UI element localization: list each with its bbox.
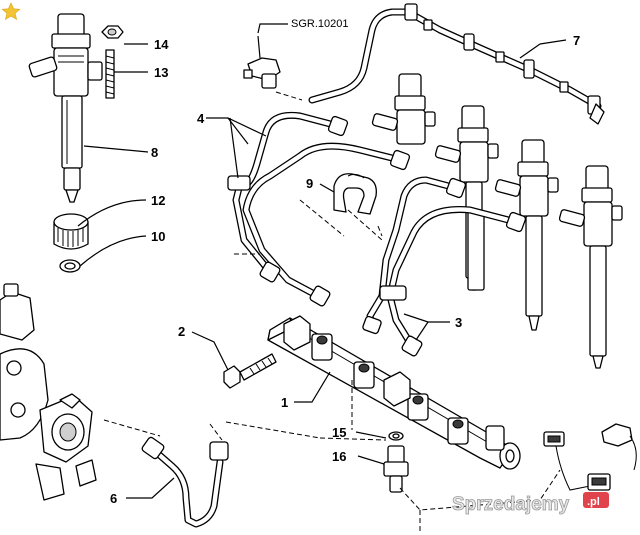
fuel-rail [267,315,521,470]
watermark: Sprzedajemy .pl [452,492,609,515]
callout-4: 4 [197,111,205,126]
pressure-sensor [383,431,409,493]
watermark-suffix: .pl [587,496,600,508]
leader-lines [77,23,567,499]
callout-8: 8 [151,145,158,160]
callout-12: 12 [151,193,165,208]
callout-16: 16 [332,449,346,464]
high-pressure-pipe [141,436,229,528]
high-pressure-pump [0,283,97,501]
return-line-assembly [243,3,605,125]
callout-10: 10 [151,229,165,244]
callout-13: 13 [154,65,168,80]
injectors-right [371,73,623,369]
callout-3: 3 [455,315,462,330]
callout-7: 7 [573,33,580,48]
mounting-bolt [223,353,277,389]
assembly-guide-lines [103,91,561,532]
callout-1: 1 [281,395,288,410]
callout-6: 6 [110,491,117,506]
star-icon[interactable] [1,2,21,21]
callout-9: 9 [306,176,313,191]
watermark-badge [583,492,609,508]
callout-15: 15 [332,425,346,440]
callout-2: 2 [178,324,185,339]
watermark-text: Sprzedajemy [452,494,570,515]
reference-label: SGR.10201 [291,18,348,30]
callout-14: 14 [154,37,169,52]
injector-assembly-left [28,13,124,273]
connectors [543,423,637,491]
injector-pipes [227,111,527,357]
pipe-clip [333,173,377,215]
